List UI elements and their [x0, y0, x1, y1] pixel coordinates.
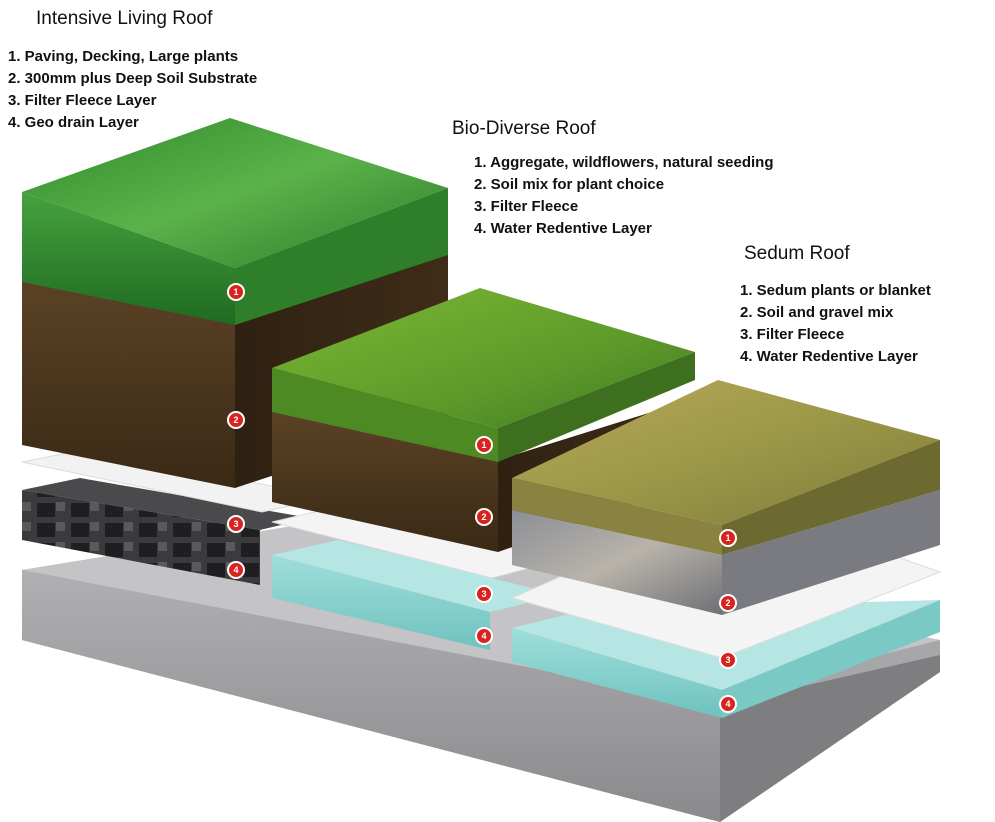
biodiverse-layer-item: 1. Aggregate, wildflowers, natural seedi… [474, 154, 774, 171]
sedum-roof-title: Sedum Roof [744, 243, 850, 264]
sedum-layer-item: 4. Water Redentive Layer [740, 348, 918, 365]
sedum-layer-item: 2. Soil and gravel mix [740, 304, 894, 321]
svg-text:4: 4 [233, 565, 238, 575]
intensive-roof-title: Intensive Living Roof [36, 8, 213, 29]
biodiverse-meadow-slab [272, 288, 695, 462]
svg-text:2: 2 [725, 598, 730, 608]
svg-text:3: 3 [233, 519, 238, 529]
intensive-marker-3: 3 [227, 515, 245, 533]
svg-text:1: 1 [725, 533, 730, 543]
svg-text:2: 2 [481, 512, 486, 522]
biodiverse-layer-item: 4. Water Redentive Layer [474, 220, 652, 237]
intensive-marker-1: 1 [227, 283, 245, 301]
biodiverse-roof-title: Bio-Diverse Roof [452, 118, 596, 139]
intensive-layer-item: 4. Geo drain Layer [8, 114, 139, 131]
sedum-marker-3: 3 [719, 651, 737, 669]
intensive-marker-2: 2 [227, 411, 245, 429]
svg-text:1: 1 [481, 440, 486, 450]
svg-text:2: 2 [233, 415, 238, 425]
sedum-marker-1: 1 [719, 529, 737, 547]
sedum-layer-item: 3. Filter Fleece [740, 326, 845, 343]
biodiverse-marker-3: 3 [475, 585, 493, 603]
intensive-layer-item: 1. Paving, Decking, Large plants [8, 48, 239, 65]
svg-text:1: 1 [233, 287, 238, 297]
biodiverse-marker-4: 4 [475, 627, 493, 645]
svg-text:3: 3 [725, 655, 730, 665]
intensive-layer-item: 2. 300mm plus Deep Soil Substrate [8, 70, 258, 87]
svg-text:3: 3 [481, 589, 486, 599]
svg-text:4: 4 [725, 699, 730, 709]
intensive-grass-slab [22, 118, 448, 325]
svg-text:4: 4 [481, 631, 486, 641]
sedum-gravel-layer [512, 490, 940, 615]
biodiverse-roof-layer-list: 1. Aggregate, wildflowers, natural seedi… [474, 152, 774, 240]
sedum-plant-slab [512, 380, 940, 555]
biodiverse-marker-1: 1 [475, 436, 493, 454]
intensive-marker-4: 4 [227, 561, 245, 579]
biodiverse-layer-item: 3. Filter Fleece [474, 198, 579, 215]
sedum-roof-layer-list: 1. Sedum plants or blanket 2. Soil and g… [740, 280, 931, 368]
intensive-roof-layer-list: 1. Paving, Decking, Large plants 2. 300m… [8, 46, 257, 134]
sedum-marker-2: 2 [719, 594, 737, 612]
biodiverse-marker-2: 2 [475, 508, 493, 526]
biodiverse-layer-item: 2. Soil mix for plant choice [474, 176, 665, 193]
sedum-marker-4: 4 [719, 695, 737, 713]
intensive-layer-item: 3. Filter Fleece Layer [8, 92, 157, 109]
sedum-layer-item: 1. Sedum plants or blanket [740, 282, 931, 299]
